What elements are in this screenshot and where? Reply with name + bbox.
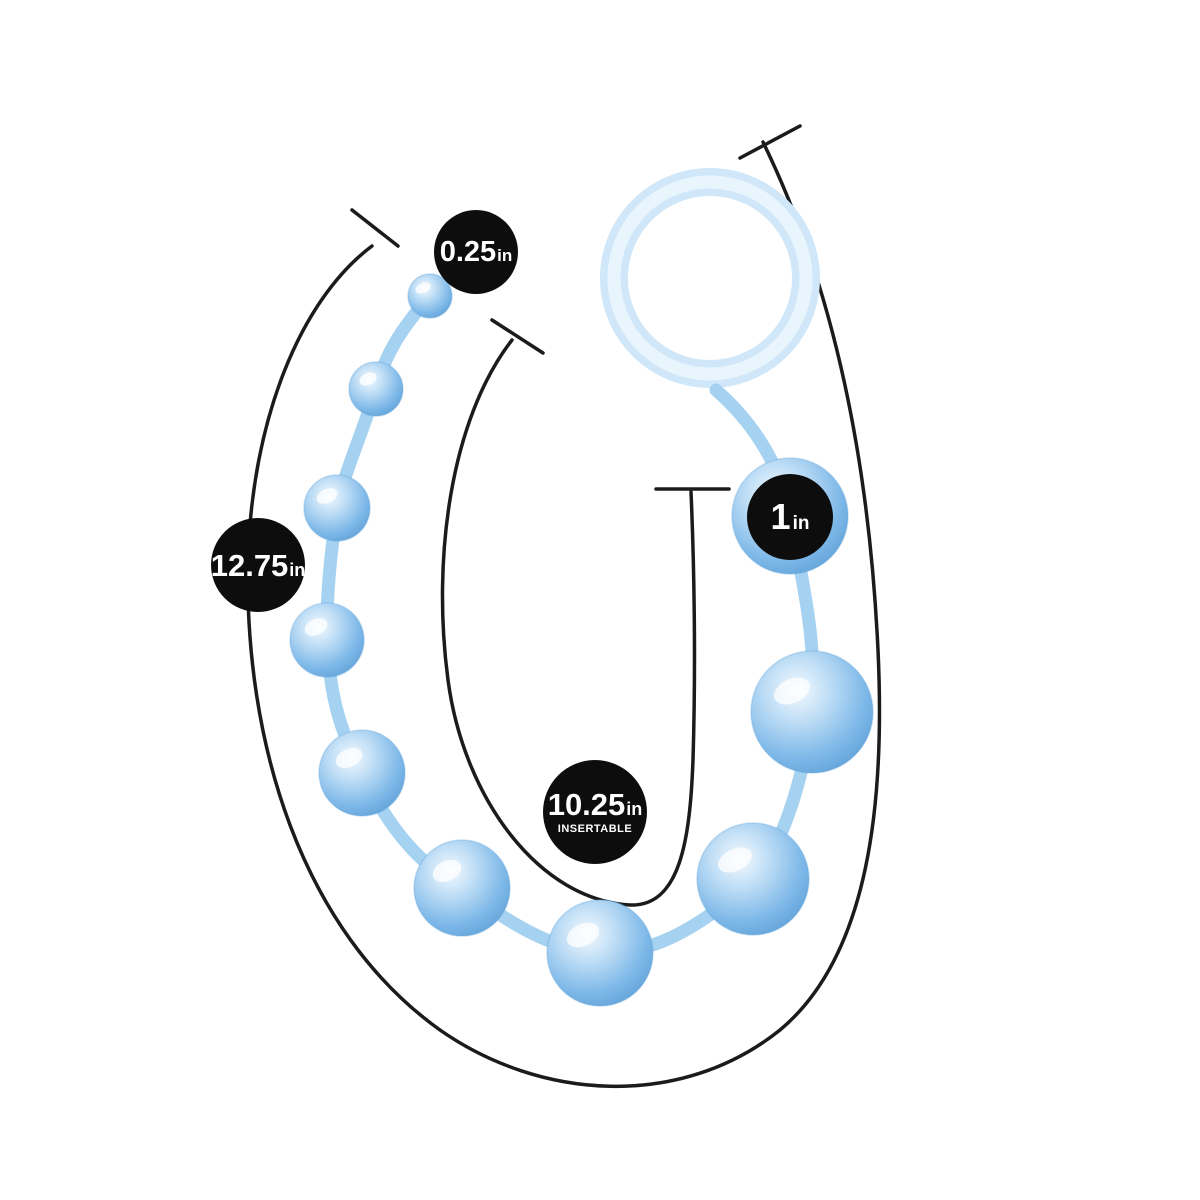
bead-highlight [304, 618, 328, 636]
bead-highlight [316, 488, 338, 504]
badge-note: INSERTABLE [557, 823, 633, 835]
bead [546, 899, 654, 1007]
bead-chain [289, 273, 874, 1007]
badge-text: 0.25 in [439, 235, 513, 268]
badge-value: 12.75 [210, 547, 289, 583]
measure-tick [350, 208, 400, 248]
bead-highlight [335, 747, 363, 769]
bead-highlight [566, 922, 600, 948]
badge-text: 10.25 in [548, 789, 643, 820]
badge-unit: in [792, 513, 810, 534]
badge-smallest-bead: 0.25 in [434, 210, 518, 294]
retrieval-ring [600, 168, 820, 388]
bead-highlight [415, 282, 431, 294]
bead-highlight [774, 677, 810, 705]
badge-value: 1 [770, 496, 791, 537]
bead [696, 822, 810, 936]
badge-value: 0.25 [439, 235, 497, 268]
bead-highlight [718, 847, 752, 873]
bead [289, 602, 365, 678]
badge-unit: in [626, 799, 643, 819]
bead [750, 650, 874, 774]
measure-tick [490, 318, 545, 355]
measure-arc-insertable [440, 338, 697, 907]
bead-highlight [432, 859, 462, 883]
badge-text: 12.75 in [211, 550, 306, 581]
bead [318, 729, 406, 817]
bead [413, 839, 511, 937]
measure-tick [738, 124, 802, 160]
ring-highlight [607, 175, 813, 381]
bead [303, 474, 371, 542]
badge-text: 1 in [771, 499, 810, 535]
bead [348, 361, 404, 417]
badge-insertable-length: 10.25 in INSERTABLE [543, 760, 647, 864]
badge-total-length: 12.75 in [211, 518, 305, 612]
badge-value: 10.25 [547, 787, 626, 822]
badge-unit: in [497, 245, 513, 265]
badge-unit: in [289, 559, 306, 580]
badge-largest-bead: 1 in [747, 474, 833, 560]
bead-highlight [359, 372, 377, 386]
